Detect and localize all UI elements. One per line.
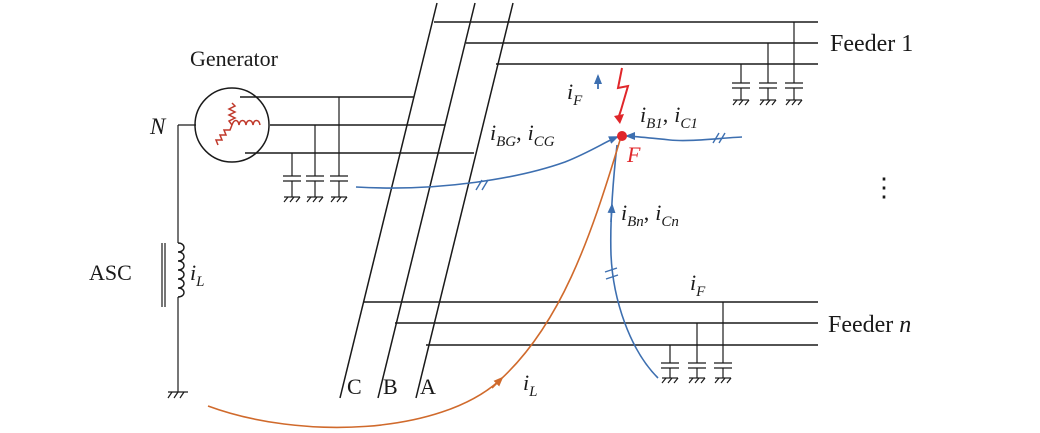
capacitor-icon — [759, 43, 777, 106]
il-bottom-label: iL — [523, 370, 537, 400]
phase-b-label: B — [383, 374, 398, 399]
capacitor-icon — [785, 22, 803, 106]
il-current-path — [207, 139, 621, 429]
fault-label: F — [626, 142, 641, 167]
bus-phase-a — [415, 2, 514, 399]
il-coil-label: iL — [190, 260, 204, 290]
capacitor-icon — [661, 345, 679, 384]
ibg-icg-path — [355, 136, 619, 189]
ground-icon — [167, 391, 188, 399]
ib1-ic1-path — [625, 132, 743, 142]
ibn-icn-path — [609, 144, 659, 379]
bus-phase-b — [377, 2, 476, 399]
generator-lines — [240, 96, 474, 154]
capacitor-icon — [688, 323, 706, 384]
capacitor-icon — [306, 125, 324, 203]
if-feeder-n-label: iF — [690, 270, 706, 300]
capacitor-icon — [283, 153, 301, 203]
tick-marks — [475, 132, 726, 280]
capacitive-current-paths — [355, 74, 743, 379]
ibn-icn-label: iBn,iCn — [621, 200, 679, 230]
phase-c-label: C — [347, 374, 362, 399]
ibg-icg-label: iBG,iCG — [490, 120, 555, 150]
neutral-label: N — [149, 114, 167, 139]
ellipsis-icon: ⋮ — [871, 173, 897, 202]
star-winding-icon — [214, 102, 261, 146]
feeder-1-lines — [434, 21, 818, 65]
busbars — [339, 2, 514, 399]
generator-capacitors — [283, 97, 348, 203]
fault-point — [617, 131, 627, 141]
lightning-icon — [616, 67, 630, 117]
neutral-branch: N ASC iL — [89, 114, 204, 399]
feeder-1-capacitors — [732, 22, 803, 106]
feeder-1-label: Feeder 1 — [830, 31, 913, 57]
generator: Generator — [190, 46, 279, 163]
fault: F — [614, 67, 641, 167]
feeder-n-lines — [363, 301, 818, 346]
generator-label: Generator — [190, 46, 279, 71]
if-top-label: iF — [567, 79, 583, 109]
phase-a-label: A — [420, 374, 436, 399]
feeder-n-capacitors — [661, 302, 732, 384]
capacitor-icon — [330, 97, 348, 203]
asc-coil-icon — [177, 242, 185, 298]
ib1-ic1-label: iB1,iC1 — [640, 102, 698, 132]
capacitor-icon — [732, 64, 750, 106]
asc-label: ASC — [89, 260, 132, 285]
capacitor-icon — [714, 302, 732, 384]
bus-phase-c — [339, 2, 438, 399]
